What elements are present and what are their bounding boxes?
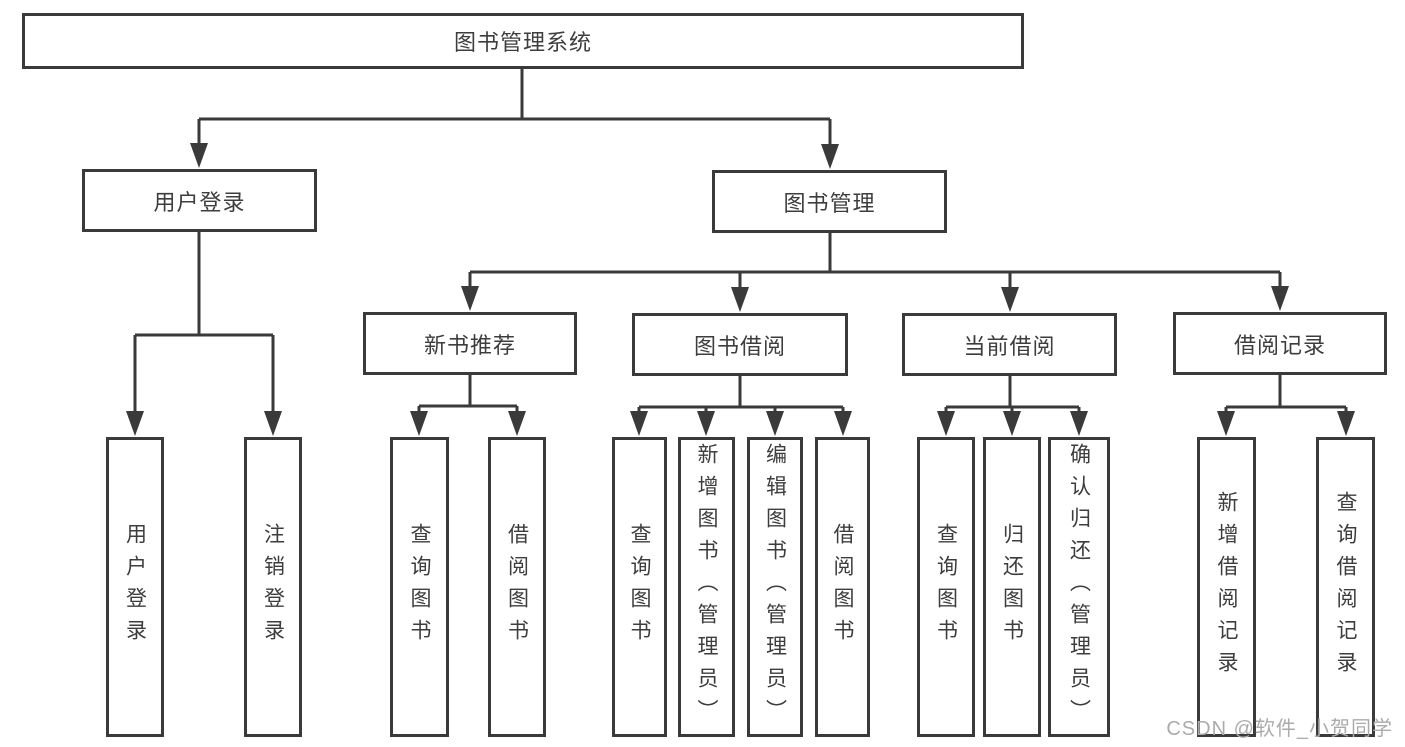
arrowhead: [630, 411, 648, 436]
arrowhead: [126, 411, 144, 436]
arrowhead: [1217, 411, 1235, 436]
arrowhead: [1001, 287, 1019, 312]
leaf-logout: 注销登录: [244, 437, 302, 737]
arrowhead: [1337, 411, 1355, 436]
arrowhead: [1003, 411, 1021, 436]
arrowhead: [937, 411, 955, 436]
leaf-label: 归还图书: [1000, 523, 1024, 651]
arrowhead: [766, 411, 784, 436]
leaf-label: 查询图书: [628, 523, 651, 651]
node-book-management: 图书管理: [712, 170, 947, 233]
arrowhead: [821, 144, 839, 169]
leaf-search-books-current: 查询图书: [917, 437, 975, 737]
leaf-search-borrow-record: 查询借阅记录: [1316, 437, 1375, 737]
leaf-borrow-books-borrowing: 借阅图书: [815, 437, 870, 737]
arrowhead: [731, 287, 749, 312]
leaf-label: 注销登录: [261, 523, 285, 651]
leaf-label: 借阅图书: [505, 523, 529, 651]
leaf-return-books: 归还图书: [983, 437, 1041, 737]
node-current-borrowing: 当前借阅: [902, 313, 1117, 376]
leaf-label: 查询图书: [408, 523, 431, 651]
leaf-label: 编辑图书（管理员）: [763, 443, 787, 731]
node-book-borrowing: 图书借阅: [632, 313, 848, 376]
node-borrowing-records: 借阅记录: [1173, 312, 1387, 375]
leaf-label: 新增借阅记录: [1215, 491, 1238, 683]
leaf-borrow-books-recommend: 借阅图书: [488, 437, 546, 737]
leaf-label: 新增图书（管理员）: [695, 443, 718, 731]
leaf-search-books-recommend: 查询图书: [390, 437, 449, 737]
arrowhead: [461, 286, 479, 311]
node-library-management-system: 图书管理系统: [22, 13, 1024, 69]
leaf-label: 确认归还（管理员）: [1067, 443, 1091, 731]
arrowhead: [410, 411, 428, 436]
leaf-search-books-borrowing: 查询图书: [612, 437, 667, 737]
csdn-watermark: CSDN @软件_小贺同学: [1166, 718, 1393, 740]
arrowhead: [834, 411, 852, 436]
leaf-confirm-return-admin: 确认归还（管理员）: [1048, 437, 1110, 737]
leaf-label: 查询图书: [934, 523, 958, 651]
arrowhead: [508, 411, 526, 436]
leaf-label: 查询借阅记录: [1334, 491, 1357, 683]
arrowhead: [264, 411, 282, 436]
node-new-book-recommendation: 新书推荐: [363, 312, 577, 375]
arrowhead: [697, 411, 715, 436]
leaf-user-login: 用户登录: [106, 437, 164, 737]
node-user-login: 用户登录: [82, 169, 317, 232]
leaf-add-books-admin: 新增图书（管理员）: [678, 437, 735, 737]
arrowhead: [1070, 411, 1088, 436]
leaf-edit-books-admin: 编辑图书（管理员）: [747, 437, 803, 737]
leaf-label: 借阅图书: [831, 523, 854, 651]
arrowhead: [1271, 286, 1289, 311]
leaf-label: 用户登录: [123, 523, 147, 651]
leaf-add-borrow-record: 新增借阅记录: [1197, 437, 1256, 737]
arrowhead: [190, 143, 208, 168]
